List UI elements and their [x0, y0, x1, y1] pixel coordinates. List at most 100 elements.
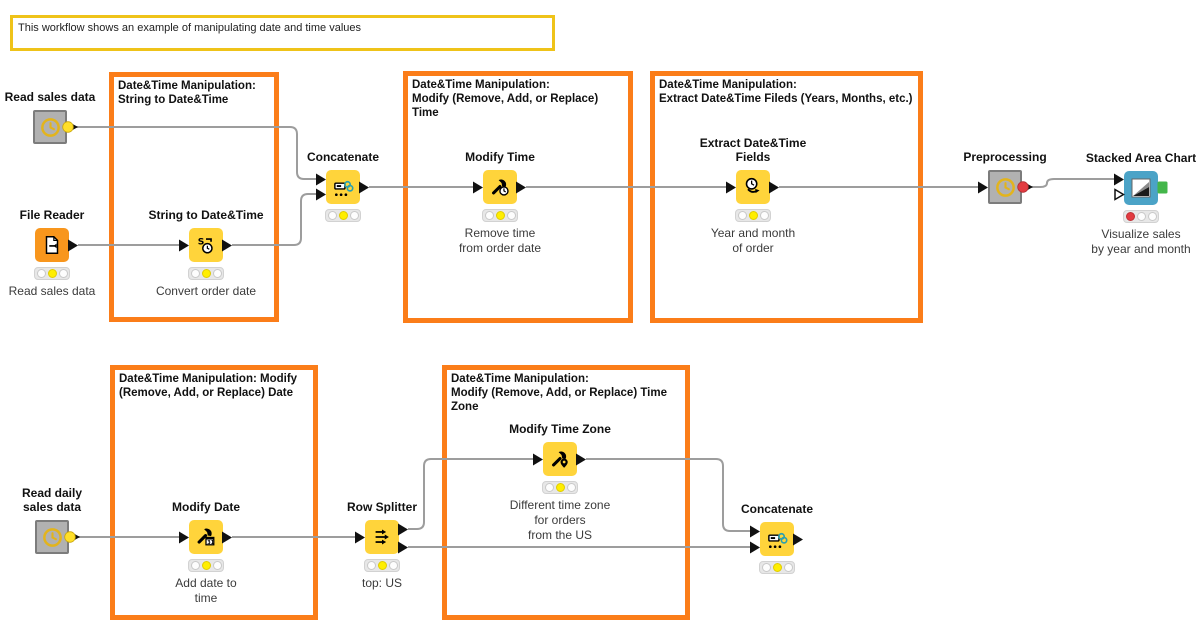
- input-port-tri[interactable]: [355, 530, 366, 545]
- output-port-tri[interactable]: [793, 532, 804, 547]
- stacked-area-chart-node[interactable]: [1124, 171, 1158, 205]
- input-port-tri[interactable]: [726, 180, 737, 195]
- input-port-tri[interactable]: [1114, 172, 1125, 187]
- traffic-dot: [212, 269, 222, 278]
- clock-component-icon: [994, 176, 1017, 199]
- clock-component-icon: [41, 526, 64, 549]
- input-port-tri[interactable]: [316, 187, 327, 202]
- output-port-tri[interactable]: [516, 180, 527, 195]
- concatenate-bottom-node[interactable]: [760, 522, 794, 556]
- traffic-dot: [377, 561, 387, 570]
- modify-date-node[interactable]: 31: [189, 520, 223, 554]
- extract-fields-node[interactable]: [736, 170, 770, 204]
- group-box-title: Date&Time Manipulation: String to Date&T…: [118, 80, 256, 106]
- file-reader-caption: Read sales data: [8, 284, 96, 298]
- connection-string-to-concatenate[interactable]: [232, 193, 316, 246]
- string-to-datetime-node[interactable]: S: [189, 228, 223, 262]
- group-box-title: Date&Time Manipulation: Modify (Remove, …: [412, 79, 599, 119]
- group-box-1[interactable]: Date&Time Manipulation: String to Date&T…: [109, 72, 279, 322]
- modify-timezone-node[interactable]: [543, 442, 577, 476]
- connection-timezone-to-concatenate[interactable]: [586, 458, 750, 532]
- traffic-dot: [495, 211, 505, 220]
- read-daily-component-label: Read daily sales data: [21, 486, 83, 514]
- concatenate-top-node[interactable]: [326, 170, 360, 204]
- traffic-light: [188, 559, 224, 572]
- group-box-title: Date&Time Manipulation: Modify (Remove, …: [119, 373, 298, 399]
- modify-time-caption: Remove time from order date: [458, 226, 542, 255]
- traffic-light: [34, 267, 70, 280]
- group-box-2[interactable]: Date&Time Manipulation: Modify (Remove, …: [403, 71, 633, 323]
- concatenate-top-label: Concatenate: [306, 150, 380, 164]
- string-to-datetime-icon: S: [195, 234, 217, 256]
- clock-component-icon: [39, 116, 62, 139]
- traffic-dot: [201, 269, 211, 278]
- input-port-tri[interactable]: [179, 238, 190, 253]
- input-port-tri[interactable]: [750, 540, 761, 555]
- wrench-pin-icon: [549, 448, 571, 470]
- traffic-light: [735, 209, 771, 222]
- traffic-dot: [555, 483, 565, 492]
- row-splitter-node[interactable]: [365, 520, 399, 554]
- input-port-tri[interactable]: [473, 180, 484, 195]
- extract-fields-icon: [742, 176, 764, 198]
- modify-time-node[interactable]: [483, 170, 517, 204]
- output-port-tri[interactable]: [222, 530, 233, 545]
- traffic-dot: [1147, 212, 1157, 221]
- traffic-dot: [783, 563, 793, 572]
- traffic-dot: [566, 483, 576, 492]
- traffic-dot: [1125, 212, 1135, 221]
- traffic-dot: [327, 211, 337, 220]
- traffic-dot: [1136, 212, 1146, 221]
- modify-timezone-label: Modify Time Zone: [509, 422, 611, 436]
- traffic-light: [1123, 210, 1159, 223]
- output-port-circle-red[interactable]: [1017, 179, 1034, 195]
- workflow-annotation-text: This workflow shows an example of manipu…: [18, 22, 362, 34]
- group-box-4[interactable]: Date&Time Manipulation: Modify (Remove, …: [110, 365, 318, 620]
- output-port-tri[interactable]: [769, 180, 780, 195]
- string-to-datetime-label: String to Date&Time: [148, 208, 264, 222]
- input-port-tri[interactable]: [750, 524, 761, 539]
- wrench-clock-icon: [489, 176, 511, 198]
- traffic-light: [542, 481, 578, 494]
- traffic-dot: [338, 211, 348, 220]
- output-port-tri[interactable]: [398, 540, 409, 555]
- input-port-tri[interactable]: [179, 530, 190, 545]
- modify-date-label: Modify Date: [171, 500, 241, 514]
- extract-fields-label: Extract Date&Time Fields: [699, 136, 807, 164]
- input-port-tri[interactable]: [533, 452, 544, 467]
- modify-time-label: Modify Time: [465, 150, 535, 164]
- output-port-circle-yellow[interactable]: [64, 529, 81, 545]
- output-port-tri[interactable]: [222, 238, 233, 253]
- group-box-3[interactable]: Date&Time Manipulation: Extract Date&Tim…: [650, 71, 923, 323]
- row-splitter-caption: top: US: [361, 576, 403, 590]
- workflow-annotation[interactable]: This workflow shows an example of manipu…: [10, 15, 555, 51]
- connection-preprocessing-to-chart[interactable]: [1029, 178, 1114, 188]
- output-port-circle-yellow[interactable]: [62, 119, 79, 135]
- svg-text:31: 31: [207, 540, 214, 546]
- input-port-tri[interactable]: [978, 180, 989, 195]
- connection-row-splitter-to-timezone[interactable]: [408, 458, 533, 530]
- svg-text:S: S: [198, 237, 205, 248]
- input-port-tri-hollow[interactable]: [1114, 187, 1125, 202]
- traffic-dot: [190, 269, 200, 278]
- traffic-dot: [58, 269, 68, 278]
- area-chart-icon: [1129, 176, 1153, 200]
- input-port-tri[interactable]: [316, 172, 327, 187]
- read-sales-component-label: Read sales data: [4, 90, 96, 104]
- file-reader-node[interactable]: [35, 228, 69, 262]
- output-port-tri[interactable]: [68, 238, 79, 253]
- traffic-light: [325, 209, 361, 222]
- traffic-dot: [212, 561, 222, 570]
- traffic-dot: [190, 561, 200, 570]
- row-splitter-label: Row Splitter: [346, 500, 418, 514]
- connection-read-sales-to-concatenate[interactable]: [71, 126, 316, 180]
- wrench-calendar-icon: 31: [195, 526, 217, 548]
- traffic-dot: [36, 269, 46, 278]
- traffic-dot: [759, 211, 769, 220]
- output-port-square-green[interactable]: [1157, 181, 1168, 194]
- output-port-tri[interactable]: [576, 452, 587, 467]
- output-port-tri[interactable]: [398, 522, 409, 537]
- traffic-light: [364, 559, 400, 572]
- output-port-tri[interactable]: [359, 180, 370, 195]
